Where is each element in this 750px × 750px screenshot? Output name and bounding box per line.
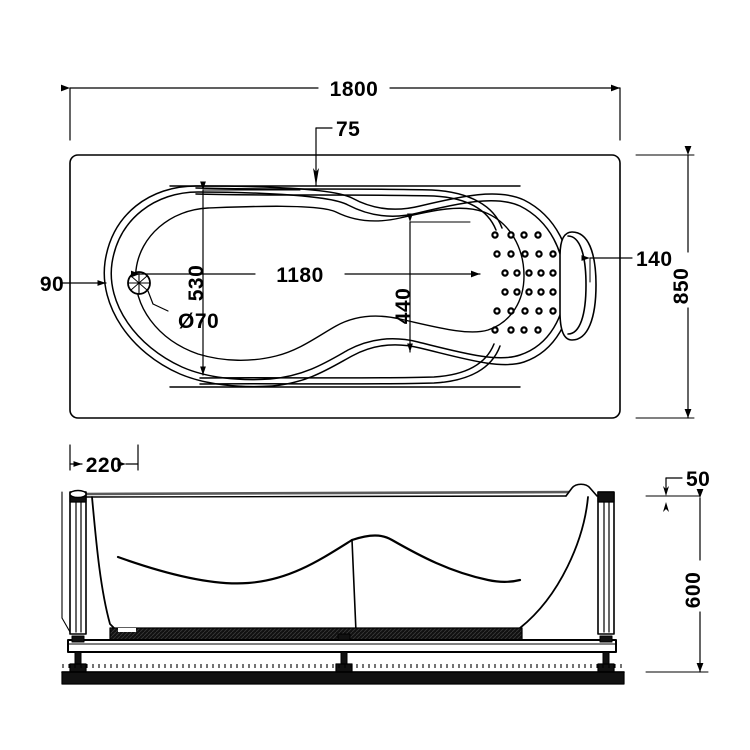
dimension-label-rim-height: 50 [686, 468, 710, 491]
dimension-rim-height [645, 477, 701, 512]
dimension-label-left-offset: 90 [40, 273, 64, 296]
drain-outlet [127, 271, 169, 312]
dimension-overall-width [635, 146, 695, 419]
dimension-label-overall-height: 600 [682, 572, 705, 609]
dimension-headrest-offset [581, 255, 633, 283]
dimension-label-basin-inner-length: 1180 [276, 264, 324, 287]
dimension-basin-upper-depth [200, 181, 301, 376]
jet-nozzles [491, 231, 569, 334]
dimension-label-overall-length: 1800 [330, 78, 379, 101]
dimension-rim-thickness [313, 127, 333, 187]
tub-outer-outline [69, 154, 621, 419]
basin-outer-contour [103, 185, 573, 388]
dimension-label-overall-width: 850 [670, 268, 693, 305]
dimension-overall-height [645, 489, 709, 673]
elevation-tub-base [109, 627, 523, 641]
elevation-inner-profile [116, 534, 522, 633]
dimension-overall-length [61, 84, 621, 141]
elevation-left-extension-tail [61, 617, 71, 633]
elevation-headrest-bump [565, 483, 603, 497]
elevation-floor [61, 664, 625, 685]
elevation-frame-post-left [69, 489, 87, 635]
dimension-label-basin-lower-depth: 440 [392, 288, 415, 325]
headrest-pillow [559, 231, 597, 341]
dimension-label-basin-upper-depth: 530 [185, 265, 208, 302]
dimension-basin-lower-depth [407, 213, 471, 353]
elevation-frame-post-right [597, 491, 615, 635]
dimension-left-offset [61, 280, 107, 301]
dimension-label-foot-offset: 220 [86, 454, 123, 477]
basin-inner-seat [134, 205, 525, 361]
dimension-label-drain-diameter: Ø70 [178, 310, 219, 333]
dimension-label-rim-thickness: 75 [336, 118, 360, 141]
elevation-tub-walls [91, 496, 589, 633]
dimension-label-headrest-offset: 140 [636, 248, 673, 271]
elevation-rim-line [78, 490, 578, 498]
dimension-foot-offset [69, 444, 139, 471]
elevation-frame-rail [67, 639, 617, 653]
armrest-arcs [195, 187, 503, 385]
